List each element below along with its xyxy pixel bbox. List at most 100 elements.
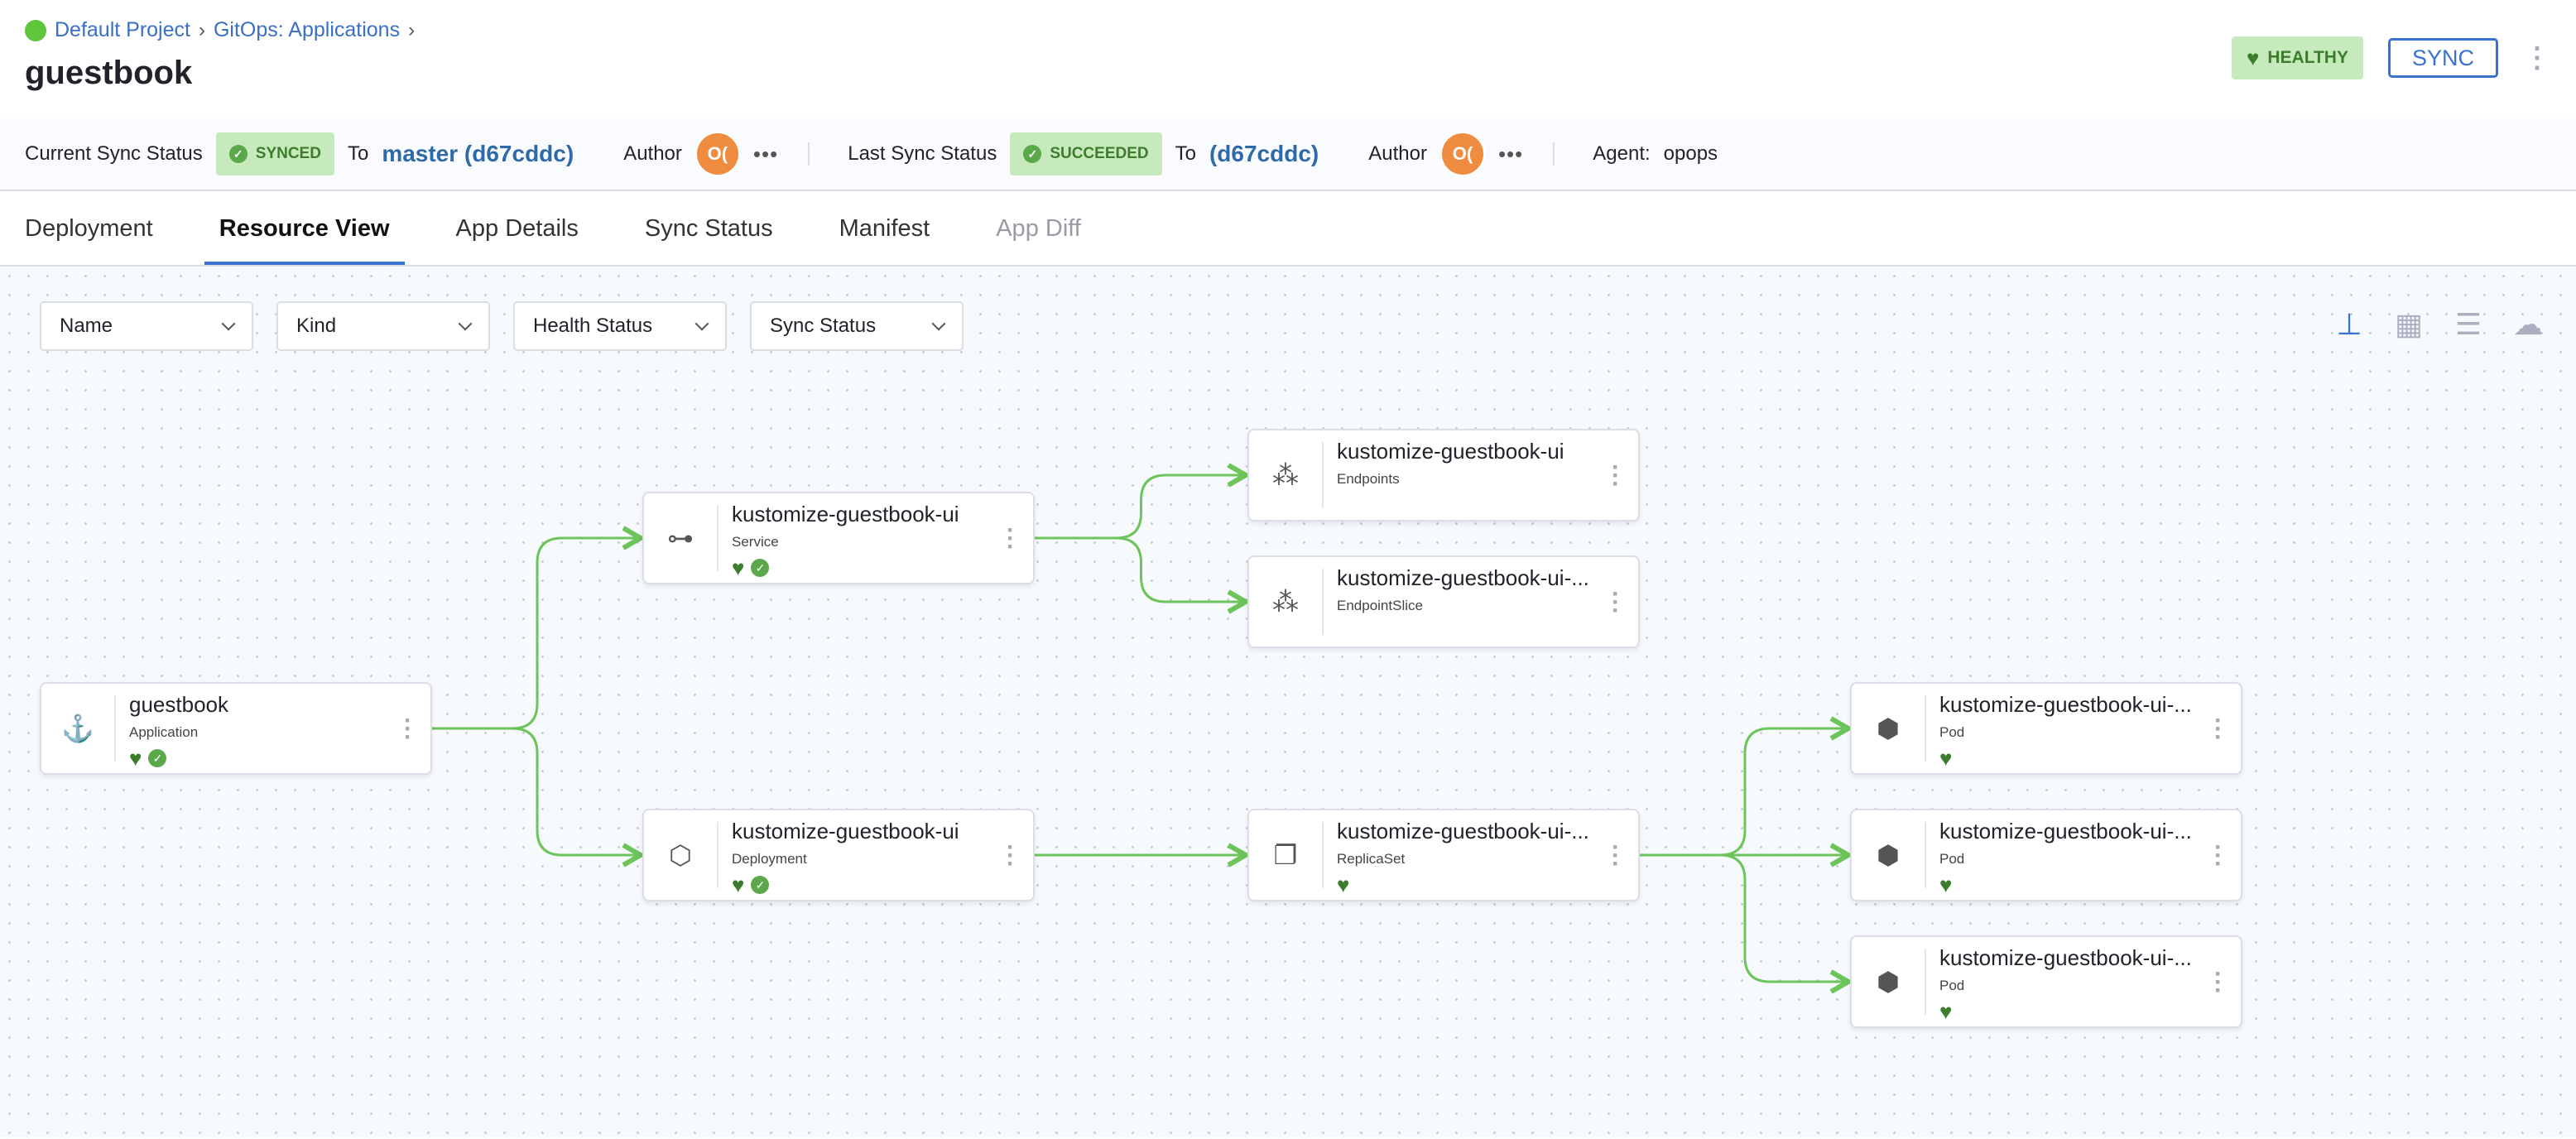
tab-app-diff[interactable]: App Diff [996,214,1081,242]
heart-icon: ♥ [732,872,745,897]
resource-name: kustomize-guestbook-ui [1337,439,1564,464]
resource-status: ♥✓ [732,557,1020,579]
resource-node[interactable]: ⚓ guestbook Application ♥✓ ··· [40,682,432,775]
to-label: To [1175,142,1196,165]
resource-kind: Application [129,724,199,740]
breadcrumb-applications[interactable]: GitOps: Applications [213,18,401,41]
sync-button[interactable]: SYNC [2387,38,2498,78]
tab-manifest[interactable]: Manifest [839,214,930,242]
resource-name: kustomize-guestbook-ui-... [1939,819,2192,843]
avatar: O( [694,132,740,176]
sync-status-filter[interactable]: Sync Status [750,301,964,351]
grid-view-icon[interactable]: ▦ [2394,307,2423,341]
resource-node[interactable]: ⁂ kustomize-guestbook-ui-... EndpointSli… [1247,555,1640,648]
divider [808,142,810,166]
health-label: HEALTHY [2267,48,2348,67]
tab-sync-status[interactable]: Sync Status [644,214,773,242]
endpoints-icon: ⁂ [1249,442,1324,508]
current-sync-label: Current Sync Status [25,142,203,165]
resource-node[interactable]: ⊶ kustomize-guestbook-ui Service ♥✓ ··· [642,492,1035,584]
network-view-icon[interactable]: ☁ [2513,307,2543,341]
tab-app-details[interactable]: App Details [455,214,579,242]
edge [1640,853,1848,982]
graph-edges [432,267,2576,1139]
health-badge: ♥HEALTHY [2231,36,2363,79]
resource-status: ♥✓ [732,874,1020,896]
resource-status: ♥✓ [129,747,417,769]
health-status-filter[interactable]: Health Status [513,301,727,351]
resource-node[interactable]: ⬢ kustomize-guestbook-ui-... Pod ♥ ··· [1850,682,2242,775]
more-authors-button[interactable]: ••• [752,141,779,166]
divider [1553,142,1555,166]
edge [1035,475,1246,540]
check-icon: ✓ [1023,145,1042,163]
resource-graph-canvas[interactable]: Name Kind Health Status Sync Status ⊥ ▦ … [0,265,2576,1137]
sync-status-bar: Current Sync Status ✓ SYNCED To master (d… [0,118,2576,191]
check-icon: ✓ [148,749,167,767]
filter-label: Health Status [533,315,653,337]
resource-node[interactable]: ⬡ kustomize-guestbook-ui Deployment ♥✓ ·… [642,809,1035,901]
resource-node[interactable]: ❐ kustomize-guestbook-ui-... ReplicaSet … [1247,809,1640,901]
list-view-icon[interactable]: ☰ [2454,307,2482,341]
heart-icon: ♥ [129,746,142,771]
tab-deployment[interactable]: Deployment [25,214,153,242]
more-options-icon[interactable]: ··· [2214,960,2223,1004]
edge [432,538,641,730]
resource-name: kustomize-guestbook-ui [732,502,959,526]
to-label: To [347,142,369,165]
filter-label: Name [60,315,113,337]
check-icon: ✓ [751,559,770,577]
heart-icon: ♥ [1337,872,1350,897]
edge [432,727,641,855]
more-options-icon[interactable]: ··· [1612,580,1620,624]
resource-node[interactable]: ⬢ kustomize-guestbook-ui-... Pod ♥ ··· [1850,935,2242,1028]
more-options-icon[interactable]: ··· [1612,454,1620,497]
more-options-icon[interactable]: ··· [1612,834,1620,877]
tab-resource-view[interactable]: Resource View [204,192,405,265]
resource-name: kustomize-guestbook-ui-... [1939,692,2192,717]
current-sync-status: SYNCED [255,145,321,162]
check-icon: ✓ [751,876,770,894]
breadcrumb: Default Project› GitOps: Applications› [25,18,415,42]
heart-icon: ♥ [1939,746,1953,771]
resource-name: guestbook [129,692,228,717]
last-revision-link[interactable]: (d67cddc) [1209,141,1319,166]
more-options-icon[interactable]: ··· [404,707,412,751]
replicaset-icon: ❐ [1249,822,1324,888]
page-title: guestbook [25,55,193,91]
more-options-icon[interactable]: ··· [1007,517,1015,560]
tree-view-icon[interactable]: ⊥ [2336,307,2362,341]
resource-kind: EndpointSlice [1337,598,1423,613]
more-options-icon[interactable]: ··· [1007,834,1015,877]
pod-icon: ⬢ [1852,695,1926,762]
resource-kind: Service [732,534,779,550]
name-filter[interactable]: Name [40,301,253,351]
pod-icon: ⬢ [1852,822,1926,888]
tab-bar: Deployment Resource View App Details Syn… [25,192,1081,265]
resource-name: kustomize-guestbook-ui-... [1337,565,1589,590]
chevron-down-icon [221,316,236,331]
resource-status: ♥ [1337,874,1625,896]
resource-name: kustomize-guestbook-ui-... [1337,819,1589,843]
resource-kind: Deployment [732,851,807,867]
resource-status: ♥ [1939,747,2228,769]
more-options-icon[interactable]: ⋮ [2523,42,2551,74]
resource-node[interactable]: ⁂ kustomize-guestbook-ui Endpoints ··· [1247,429,1640,521]
resource-name: kustomize-guestbook-ui-... [1939,945,2192,970]
more-options-icon[interactable]: ··· [2214,834,2223,877]
edge [1640,728,1848,857]
resource-kind: Endpoints [1337,471,1400,487]
application-icon: ⚓ [41,695,116,762]
resource-node[interactable]: ⬢ kustomize-guestbook-ui-... Pod ♥ ··· [1850,809,2242,901]
breadcrumb-project[interactable]: Default Project [55,18,190,41]
current-revision-link[interactable]: master (d67cddc) [382,141,574,166]
kind-filter[interactable]: Kind [276,301,490,351]
agent-value: opops [1663,142,1718,165]
author-label: Author [1368,142,1427,165]
chevron-down-icon [931,316,946,331]
chevron-right-icon: › [198,18,205,41]
resource-status: ♥ [1939,1001,2228,1022]
more-authors-button[interactable]: ••• [1497,141,1524,166]
filter-label: Sync Status [770,315,877,337]
more-options-icon[interactable]: ··· [2214,707,2223,751]
